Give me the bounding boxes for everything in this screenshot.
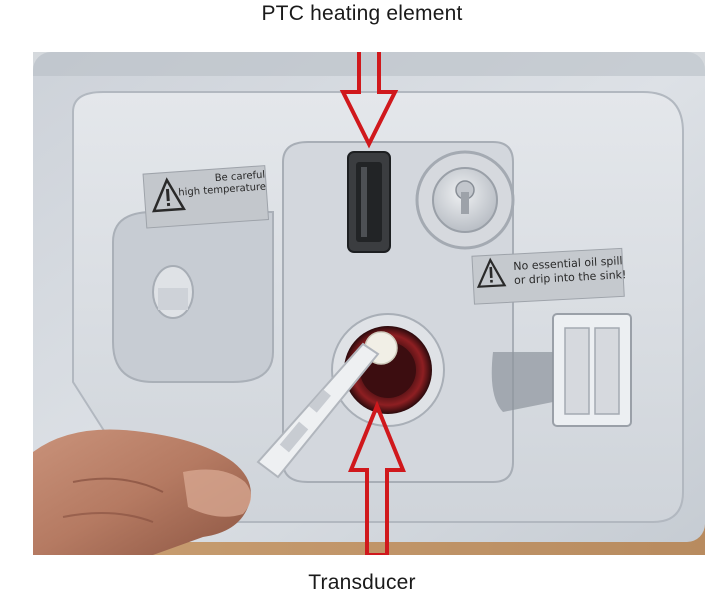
warning-triangle-icon bbox=[476, 257, 507, 288]
warning-triangle-icon bbox=[152, 177, 186, 213]
warning-sticker-oil bbox=[471, 247, 625, 305]
bottom-caption: Transducer bbox=[308, 571, 416, 594]
arrow-down-icon bbox=[339, 52, 399, 149]
sticker-oil-text: No essential oil spill or drip into the … bbox=[513, 254, 627, 288]
cable-clip bbox=[491, 352, 553, 412]
arrow-up-icon bbox=[348, 400, 406, 555]
top-caption: PTC heating element bbox=[261, 2, 463, 25]
thumb bbox=[183, 469, 252, 517]
warning-sticker-heat bbox=[142, 165, 270, 229]
photo: Be careful high temperature No essential… bbox=[33, 52, 705, 555]
hand bbox=[33, 429, 251, 555]
